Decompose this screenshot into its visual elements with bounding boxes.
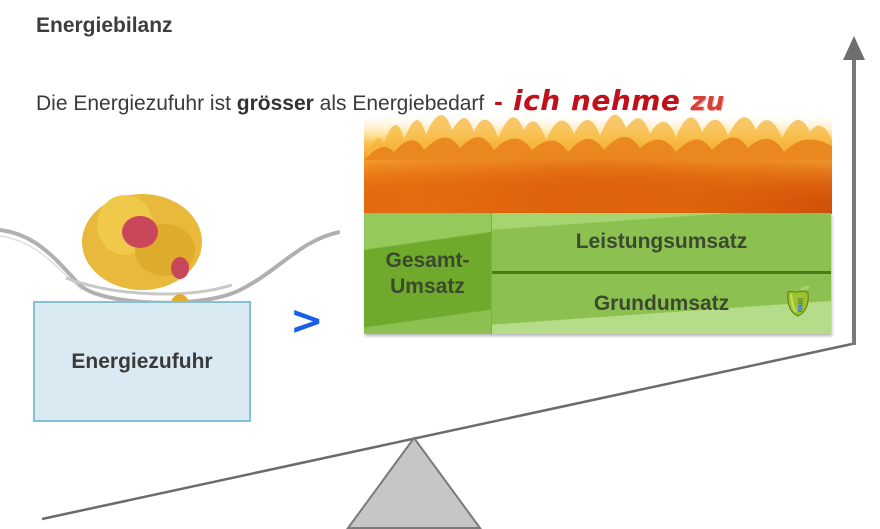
grundumsatz-label: Grundumsatz bbox=[593, 292, 730, 315]
balance-beam bbox=[41, 342, 853, 521]
energy-expenditure-block: Gesamt- Umsatz Leistungsumsatz Grundumsa… bbox=[364, 213, 831, 334]
statement-part2: als Energiebedarf bbox=[313, 92, 491, 115]
up-arrow-icon bbox=[843, 36, 865, 60]
energiezufuhr-box: Energiezufuhr bbox=[33, 301, 251, 422]
pasta-fork-image bbox=[0, 194, 340, 320]
greater-than-symbol: > bbox=[290, 298, 324, 344]
statement-text: Die Energiezufuhr ist grösser als Energi… bbox=[36, 84, 724, 117]
flames-icon bbox=[364, 114, 832, 160]
statement-part1: Die Energiezufuhr ist bbox=[36, 92, 237, 115]
gesamtumsatz-label-line1: Gesamt- bbox=[385, 249, 470, 273]
svg-text:imo: imo bbox=[796, 298, 805, 312]
fulcrum-triangle-icon bbox=[346, 436, 482, 529]
statement-dash: - bbox=[494, 86, 503, 116]
gesamtumsatz-cell: Gesamt- Umsatz bbox=[364, 213, 492, 334]
gesamtumsatz-label-line2: Umsatz bbox=[390, 274, 465, 298]
page-title: Energiebilanz bbox=[36, 14, 173, 37]
leistungsumsatz-cell: Leistungsumsatz bbox=[492, 213, 831, 274]
statement-emphasis: grösser bbox=[236, 92, 314, 115]
grundumsatz-cell: Grundumsatz imo bbox=[492, 274, 831, 334]
statement-punchline: ich nehme bbox=[502, 84, 691, 117]
green-apple-logo-icon: imo bbox=[787, 285, 810, 317]
